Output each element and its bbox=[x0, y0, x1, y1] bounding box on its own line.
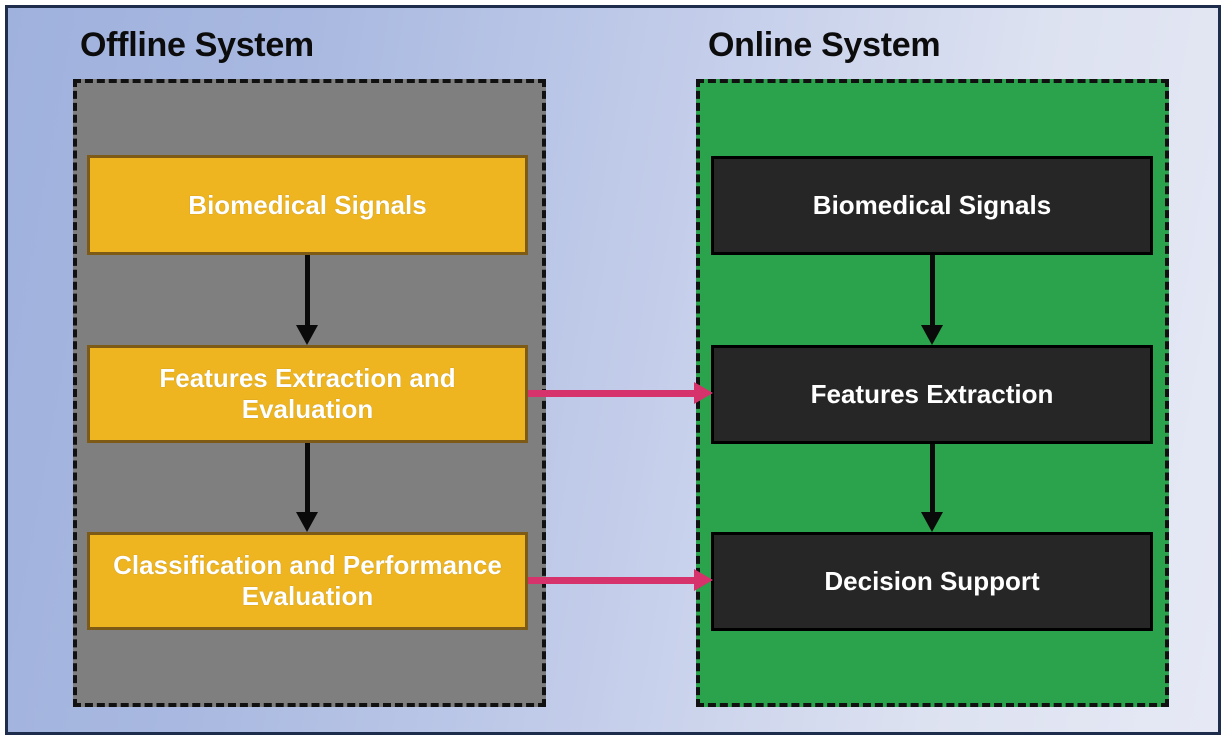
offline-flow-arrow-1-icon bbox=[296, 255, 318, 345]
diagram-frame: Offline System Biomedical Signals Featur… bbox=[5, 5, 1221, 735]
offline-system-title: Offline System bbox=[80, 26, 314, 64]
arrow-head bbox=[921, 512, 943, 532]
offline-flow-arrow-2-icon bbox=[296, 443, 318, 532]
cross-system-arrow-decision-icon bbox=[528, 569, 713, 591]
arrow-shaft bbox=[528, 576, 698, 584]
offline-classification-node: Classification and Performance Evaluatio… bbox=[87, 532, 528, 630]
online-system-title: Online System bbox=[708, 26, 941, 64]
arrow-head bbox=[694, 382, 713, 404]
online-biomedical-signals-node: Biomedical Signals bbox=[711, 156, 1153, 255]
arrow-head bbox=[694, 569, 713, 591]
arrow-head bbox=[296, 512, 318, 532]
online-flow-arrow-2-icon bbox=[921, 444, 943, 532]
arrow-shaft bbox=[929, 255, 935, 327]
arrow-shaft bbox=[304, 255, 310, 327]
online-flow-arrow-1-icon bbox=[921, 255, 943, 345]
cross-system-arrow-features-icon bbox=[528, 382, 713, 404]
arrow-shaft bbox=[929, 444, 935, 516]
offline-biomedical-signals-node: Biomedical Signals bbox=[87, 155, 528, 255]
online-decision-support-node: Decision Support bbox=[711, 532, 1153, 631]
online-features-extraction-node: Features Extraction bbox=[711, 345, 1153, 444]
arrow-shaft bbox=[304, 443, 310, 515]
arrow-head bbox=[296, 325, 318, 345]
arrow-shaft bbox=[528, 389, 698, 397]
arrow-head bbox=[921, 325, 943, 345]
offline-features-extraction-node: Features Extraction and Evaluation bbox=[87, 345, 528, 443]
